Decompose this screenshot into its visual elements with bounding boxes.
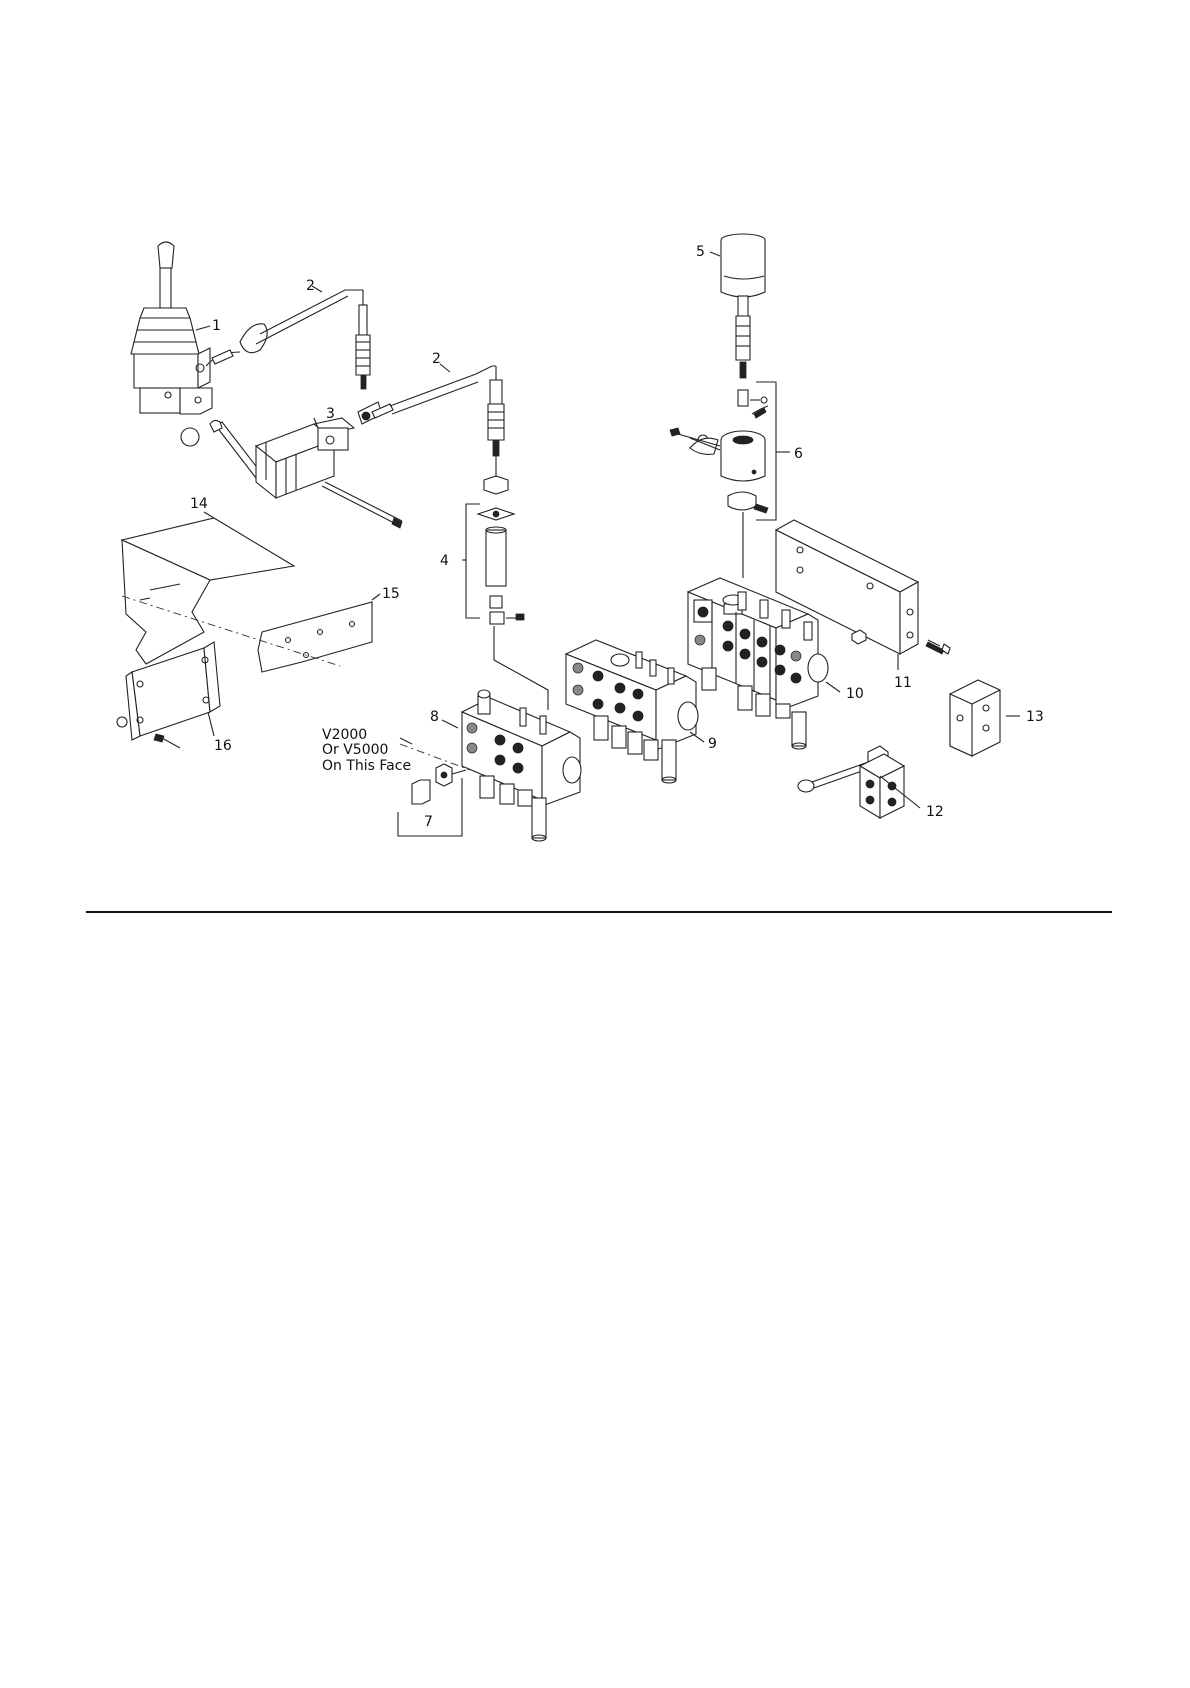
callout-3: 3 xyxy=(326,406,335,422)
note-line-1: V2000 xyxy=(322,727,367,743)
callout-9: 9 xyxy=(708,736,717,752)
callout-16: 16 xyxy=(214,738,232,754)
part-3-lever-valve xyxy=(181,418,402,528)
part-2-cable-upper xyxy=(196,290,370,389)
part-9-valve-bank xyxy=(566,640,698,783)
horizontal-rule xyxy=(86,911,1112,913)
callout-10: 10 xyxy=(846,686,864,702)
part-2-cable-lower xyxy=(358,366,504,456)
callout-6: 6 xyxy=(794,446,803,462)
callout-11: 11 xyxy=(894,675,912,691)
note-line-3: On This Face xyxy=(322,758,411,774)
callout-2-lower: 2 xyxy=(432,351,441,367)
part-8-valve-bank xyxy=(462,690,581,841)
part-1-joystick xyxy=(131,242,212,414)
part-5-handle-knob xyxy=(721,234,765,378)
callout-12: 12 xyxy=(926,804,944,820)
callout-13: 13 xyxy=(1026,709,1044,725)
part-13-angle-bracket xyxy=(950,680,1000,756)
callout-8: 8 xyxy=(430,709,439,725)
callout-1: 1 xyxy=(212,318,221,334)
part-4-adaptor-kit xyxy=(462,440,548,710)
callout-15: 15 xyxy=(382,586,400,602)
note-line-2: Or V5000 xyxy=(322,742,388,758)
callout-7: 7 xyxy=(424,814,433,830)
callout-5: 5 xyxy=(696,244,705,260)
callout-2-upper: 2 xyxy=(306,278,315,294)
callout-4: 4 xyxy=(440,553,449,569)
part-16-mounting-bracket xyxy=(117,642,220,748)
callout-14: 14 xyxy=(190,496,208,512)
part-7-fittings xyxy=(398,738,470,836)
part-6-actuator-assembly xyxy=(670,382,790,578)
